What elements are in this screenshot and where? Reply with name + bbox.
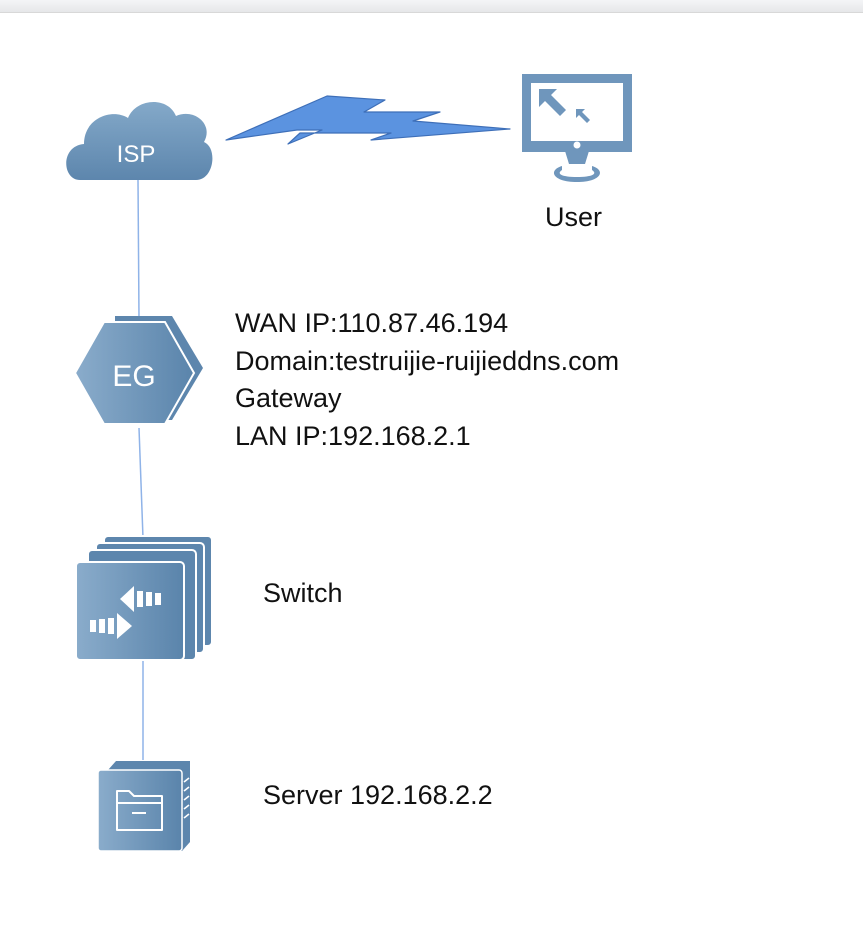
eg-lan-ip: LAN IP:192.168.2.1 <box>235 420 471 451</box>
user-label: User <box>545 202 603 232</box>
switch-label: Switch <box>263 578 343 608</box>
eg-domain: Domain:testruijie-ruijieddns.com <box>235 345 620 376</box>
switch-node[interactable] <box>75 535 213 661</box>
window-top-bar <box>0 0 863 13</box>
server-label: Server 192.168.2.2 <box>263 780 493 810</box>
eg-role: Gateway <box>235 383 342 413</box>
gateway-hexagon-icon <box>73 321 196 425</box>
eg-info-block: WAN IP:110.87.46.194 Domain:testruijie-r… <box>235 305 619 455</box>
cloud-icon <box>66 101 213 180</box>
server-node[interactable] <box>97 761 190 852</box>
switch-stack-icon <box>75 535 213 661</box>
eg-node[interactable]: EG <box>73 316 203 425</box>
eg-wan-ip: WAN IP:110.87.46.194 <box>235 308 509 338</box>
wireless-lightning-link <box>225 95 511 145</box>
link-isp-eg <box>137 179 140 319</box>
monitor-icon <box>522 74 632 182</box>
user-node[interactable] <box>522 74 632 182</box>
isp-label: ISP <box>117 141 156 168</box>
isp-node[interactable]: ISP <box>66 101 213 180</box>
link-eg-switch <box>138 427 144 539</box>
eg-label: EG <box>112 360 155 393</box>
server-folder-icon <box>97 761 190 852</box>
